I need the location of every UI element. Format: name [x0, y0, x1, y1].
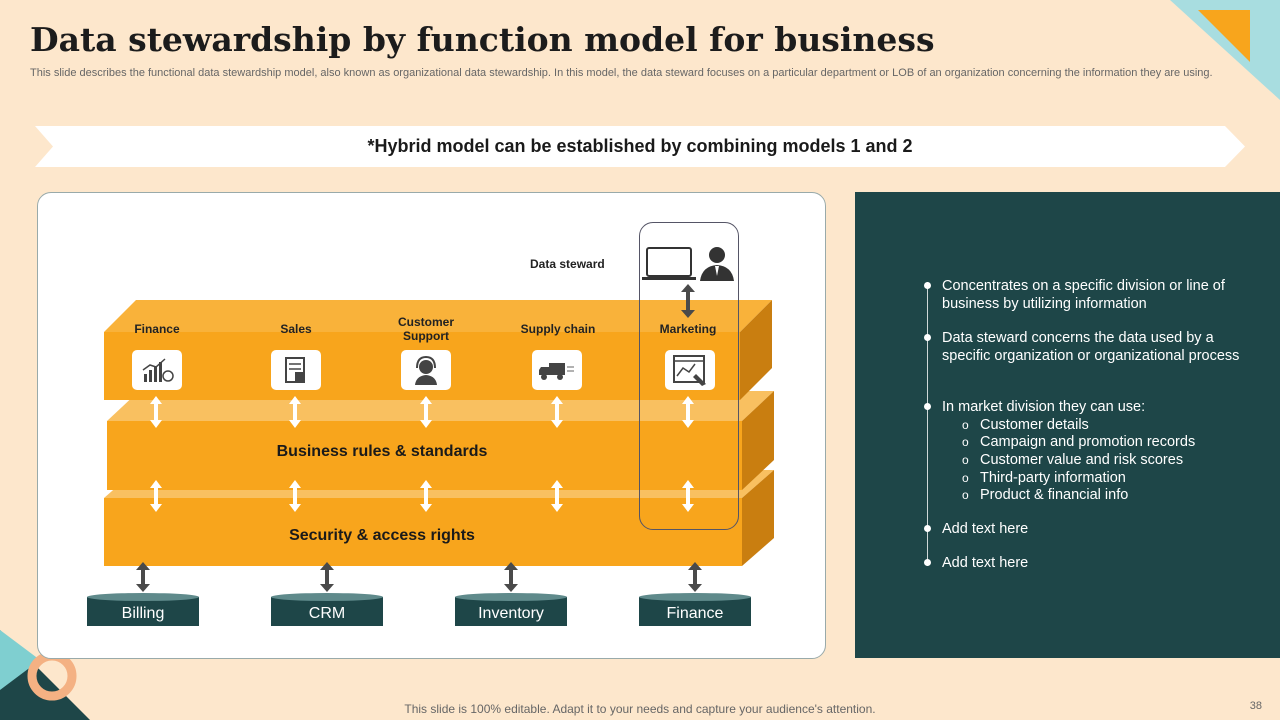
sub-item-marker: o — [962, 435, 969, 449]
rules-layer-front — [107, 421, 742, 490]
banner-shape — [35, 126, 1245, 167]
hybrid-model-banner: *Hybrid model can be established by comb… — [367, 136, 913, 156]
slide-description: This slide describes the functional data… — [30, 67, 1213, 79]
dept-label-finance: Finance — [134, 322, 180, 336]
sub-item-marker: o — [962, 453, 969, 467]
panel-bullet-5: Add text here — [942, 555, 1029, 571]
dept-label-customer-support: Customer Support — [397, 315, 454, 343]
bullet-dot — [924, 403, 931, 410]
bullet-dot — [924, 282, 931, 289]
security-layer-side — [742, 470, 774, 566]
corner-decoration-top-right — [1170, 0, 1280, 100]
arrow-dept-rules — [150, 396, 162, 428]
person-icon — [700, 247, 734, 281]
arrow-dept-rules — [289, 396, 301, 428]
page-title: Data stewardship by function model for b… — [30, 20, 935, 59]
panel-bullet-4: Add text here — [942, 521, 1029, 537]
bullet-dot — [924, 525, 931, 532]
database-finance: Finance — [666, 605, 724, 622]
bullet-dot — [924, 559, 931, 566]
database-crm: CRM — [308, 605, 346, 622]
layer-arrows — [150, 396, 694, 512]
panel-bullet-3: In market division they can use: — [942, 399, 1146, 415]
footer-note: This slide is 100% editable. Adapt it to… — [404, 702, 876, 716]
sub-item-marker: o — [962, 471, 969, 485]
panel-bullet-1: Concentrates on a specific division or l… — [942, 278, 1225, 312]
finance-chart-icon — [132, 350, 182, 390]
arrow-dept-rules — [682, 396, 694, 428]
security-layer-front — [104, 498, 742, 566]
data-steward-label: Data steward — [530, 257, 605, 271]
dept-label-supply-chain: Supply chain — [520, 322, 596, 336]
sub-item-marker: o — [962, 488, 969, 502]
dept-layer-side — [740, 300, 772, 400]
security-access-label: Security & access rights — [289, 527, 475, 544]
corner-decoration-bottom-left — [0, 630, 90, 720]
dept-label-marketing: Marketing — [659, 322, 717, 336]
database-billing: Billing — [121, 605, 165, 622]
sub-item-marker: o — [962, 418, 969, 432]
arrow-rules-security — [150, 480, 162, 512]
database-inventory: Inventory — [478, 605, 544, 622]
arrow-rules-security — [420, 480, 432, 512]
sales-receipt-icon — [271, 350, 321, 390]
laptop-icon — [642, 247, 696, 280]
bullet-dot — [924, 334, 931, 341]
delivery-truck-icon — [532, 350, 582, 390]
dept-label-sales: Sales — [280, 322, 312, 336]
business-rules-label: Business rules & standards — [276, 443, 488, 460]
page-number: 38 — [1249, 700, 1262, 712]
arrow-rules-security — [551, 480, 563, 512]
arrow-dept-rules — [420, 396, 432, 428]
dept-layer-top — [104, 300, 772, 332]
data-steward-highlight — [639, 222, 739, 530]
customer-support-icon — [401, 350, 451, 390]
arrow-rules-security — [289, 480, 301, 512]
marketing-analytics-icon — [665, 350, 715, 390]
database-arrows — [136, 284, 702, 592]
arrow-dept-rules — [551, 396, 563, 428]
info-panel — [855, 192, 1280, 658]
panel-bullet-2: Data steward concerns the data used by a… — [942, 330, 1240, 364]
rules-layer-side — [742, 391, 774, 490]
panel-timeline-line — [927, 282, 928, 566]
arrow-rules-security — [682, 480, 694, 512]
